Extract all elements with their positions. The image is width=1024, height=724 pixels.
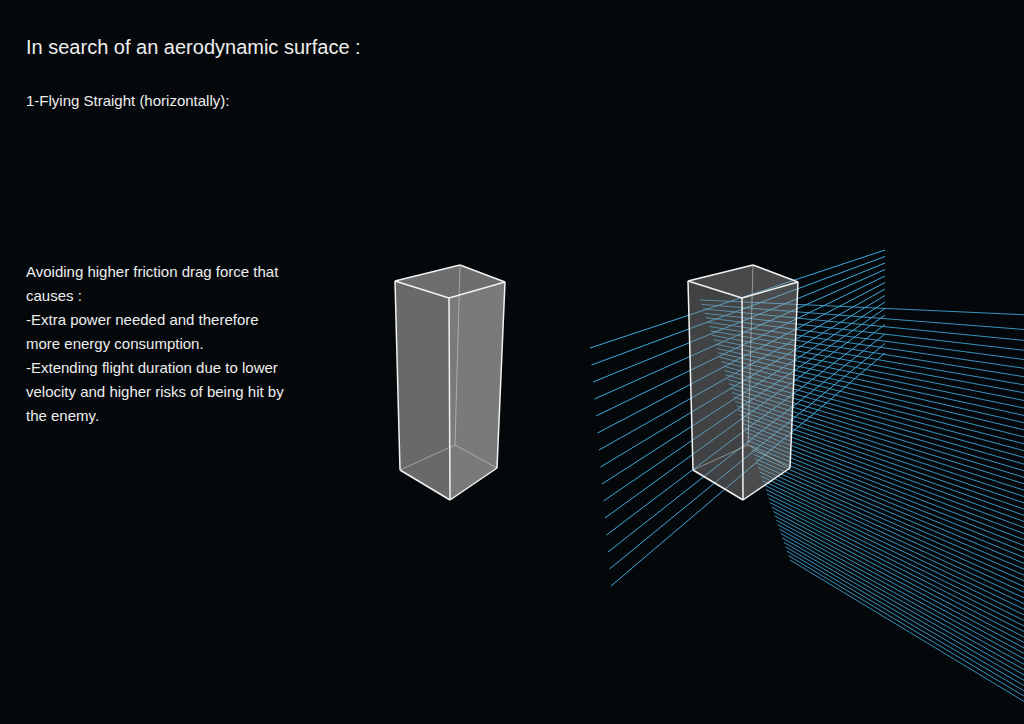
box-edge — [395, 281, 400, 470]
box-edge — [497, 282, 505, 468]
box-edge — [743, 468, 790, 500]
box-edge — [688, 281, 693, 470]
airflow-line — [788, 556, 1024, 700]
airflow-line — [779, 529, 1024, 667]
airflow-line — [781, 534, 1024, 673]
box-face — [742, 282, 798, 500]
box-edge — [400, 470, 450, 500]
box-edge — [455, 445, 497, 468]
box-edge — [449, 298, 450, 500]
airflow-line — [778, 525, 1024, 662]
airflow-line — [785, 547, 1024, 689]
airflow-line — [790, 560, 1024, 705]
note-text: -Extra power needed and therefore more e… — [26, 308, 284, 356]
airflow-line — [770, 503, 1024, 635]
box-edge — [400, 445, 455, 470]
airflow-line — [764, 485, 1024, 612]
title: In search of an aerodynamic surface : — [26, 36, 361, 59]
airflow-line — [775, 516, 1024, 651]
box-edge — [460, 265, 505, 282]
box-edge — [742, 282, 798, 298]
airflow-line — [782, 538, 1024, 678]
box-face — [395, 281, 450, 500]
box-edge — [455, 265, 460, 445]
airflow-line — [784, 542, 1024, 683]
box-edge — [748, 265, 753, 445]
box-edge — [748, 445, 790, 468]
box-edge — [742, 298, 743, 500]
prism — [688, 265, 798, 500]
box-edge — [753, 265, 798, 282]
airflow-lines — [590, 250, 1024, 705]
box-face — [688, 281, 743, 500]
note-text: Avoiding higher friction drag force that… — [26, 260, 284, 308]
airflow-line — [761, 476, 1024, 601]
airflow-line — [759, 472, 1024, 595]
airflow-line — [776, 520, 1024, 656]
airflow-line — [772, 507, 1024, 640]
box-edge — [693, 445, 748, 470]
box-face — [449, 282, 505, 500]
box-edge — [395, 281, 449, 298]
box-face — [688, 265, 798, 298]
box-edge — [790, 282, 798, 468]
subheading: 1-Flying Straight (horizontally): — [26, 92, 229, 109]
airflow-line — [769, 498, 1024, 629]
note-text: -Extending flight duration due to lower … — [26, 356, 284, 428]
box-edge — [693, 470, 743, 500]
box-edge — [450, 468, 497, 500]
box-edge — [688, 281, 742, 298]
airflow-line — [787, 551, 1024, 694]
box-edge — [395, 265, 460, 281]
box-face — [395, 265, 505, 298]
box-edge — [449, 282, 505, 298]
prism — [395, 265, 505, 500]
box-edge — [688, 265, 753, 281]
